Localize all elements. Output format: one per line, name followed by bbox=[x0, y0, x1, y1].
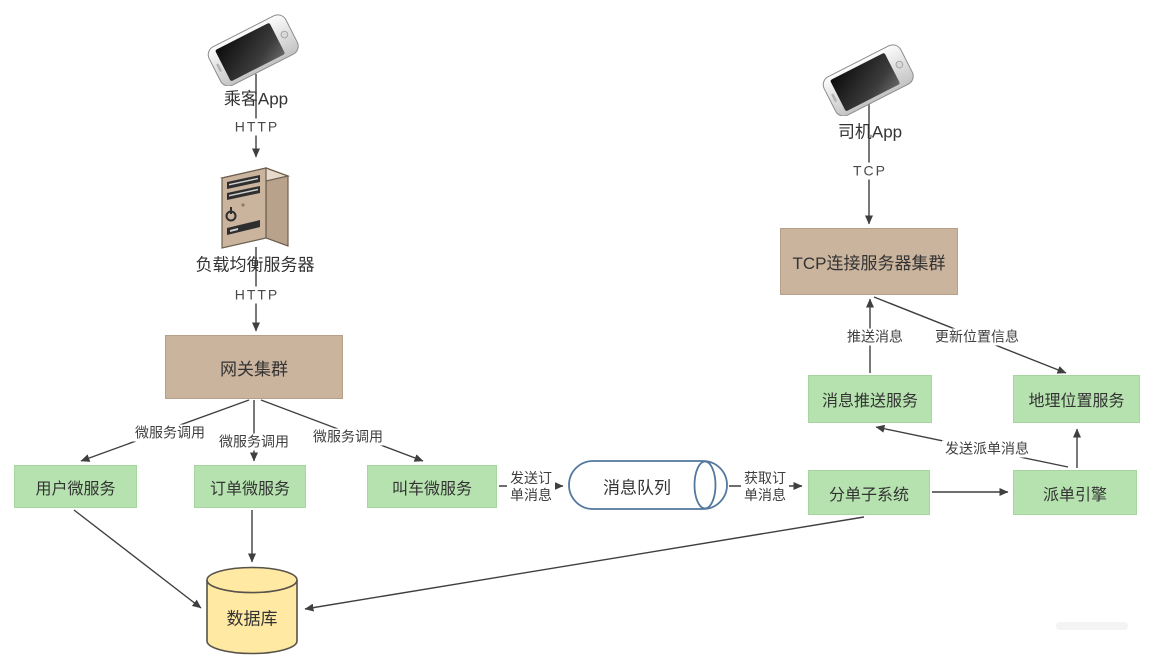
smartphone-icon bbox=[819, 44, 917, 116]
node-gateway-cluster: 网关集群 bbox=[165, 335, 343, 399]
node-tcp-cluster: TCP连接服务器集群 bbox=[780, 228, 958, 295]
edge-label-push-message: 推送消息 bbox=[844, 328, 906, 346]
edge-label-get-order-message: 获取订 单消息 bbox=[741, 470, 789, 504]
node-geo-service: 地理位置服务 bbox=[1013, 375, 1140, 423]
server-tower-icon bbox=[219, 167, 291, 249]
node-user-service: 用户微服务 bbox=[14, 465, 137, 508]
edge-label-http-2: HTTP bbox=[231, 286, 283, 304]
edge-label-send-order-message: 发送订 单消息 bbox=[507, 470, 555, 504]
label-driver-app: 司机App bbox=[837, 122, 903, 142]
label-load-balancer: 负载均衡服务器 bbox=[195, 255, 315, 275]
edge-label-microservice-call-1: 微服务调用 bbox=[132, 424, 208, 442]
edge-label-send-dispatch-message: 发送派单消息 bbox=[942, 440, 1032, 458]
edge-user-service-to-db bbox=[73, 509, 202, 609]
node-order-service: 订单微服务 bbox=[194, 465, 306, 508]
edge-label-update-location: 更新位置信息 bbox=[932, 328, 1022, 346]
node-dispatch-engine: 派单引擎 bbox=[1013, 470, 1137, 515]
label-passenger-app: 乘客App bbox=[223, 89, 289, 109]
edge-label-microservice-call-2: 微服务调用 bbox=[216, 433, 292, 451]
edge-subsystem-to-db bbox=[304, 516, 865, 612]
node-hailing-service: 叫车微服务 bbox=[367, 465, 497, 508]
node-dispatch-subsystem: 分单子系统 bbox=[808, 470, 930, 515]
label-message-queue: 消息队列 bbox=[603, 478, 671, 498]
edge-label-tcp: TCP bbox=[850, 162, 890, 180]
message-queue-shape bbox=[568, 460, 728, 510]
database-shape bbox=[206, 566, 298, 655]
node-push-service: 消息推送服务 bbox=[808, 375, 932, 423]
watermark-strip bbox=[1056, 622, 1128, 630]
edge-label-http-1: HTTP bbox=[231, 118, 283, 136]
label-database: 数据库 bbox=[226, 609, 278, 629]
smartphone-icon bbox=[204, 14, 302, 86]
edge-label-microservice-call-3: 微服务调用 bbox=[310, 428, 386, 446]
